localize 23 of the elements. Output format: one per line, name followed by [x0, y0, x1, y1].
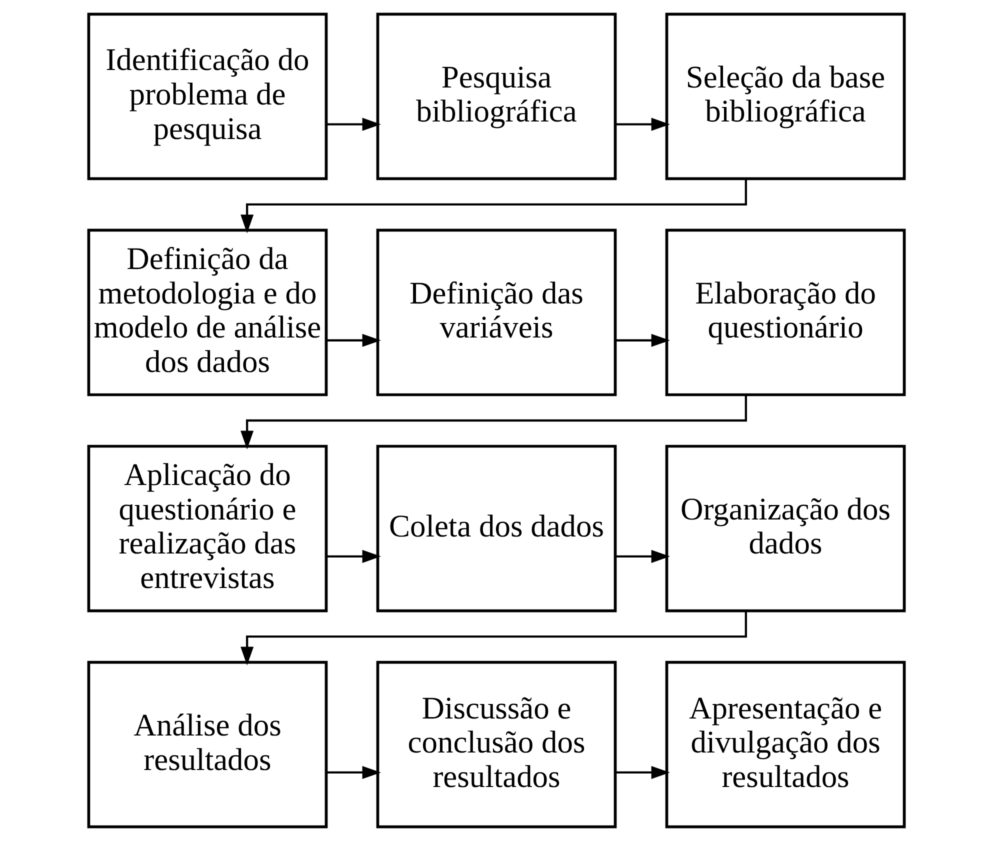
arrow: [615, 766, 670, 779]
node-box: Análise dos resultados: [87, 660, 328, 828]
arrow: [615, 550, 670, 563]
arrow: [240, 178, 747, 234]
arrow: [326, 550, 381, 563]
arrow: [615, 118, 670, 131]
arrow: [326, 334, 381, 347]
node-box: Aplicação do questionário e realização das entrevistas: [87, 444, 328, 612]
arrow: [240, 610, 747, 666]
arrow: [615, 334, 670, 347]
arrow: [326, 766, 381, 779]
node-box: Definição da metodologia e do modelo de análise dos dados: [87, 228, 328, 396]
node-box: Seleção da base bibliográfica: [665, 12, 906, 180]
node-box: Coleta dos dados: [376, 444, 617, 612]
node-box: Organização dos dados: [665, 444, 906, 612]
node-box: Pesquisa bibliográfica: [376, 12, 617, 180]
arrow: [326, 118, 381, 131]
node-box: Apresentação e divulgação dos resultados: [665, 660, 906, 828]
node-box: Identificação do problema de pesquisa: [87, 12, 328, 180]
node-box: Definição das variáveis: [376, 228, 617, 396]
node-box: Discussão e conclusão dos resultados: [376, 660, 617, 828]
node-box: Elaboração do questionário: [665, 228, 906, 396]
arrow: [240, 394, 747, 450]
